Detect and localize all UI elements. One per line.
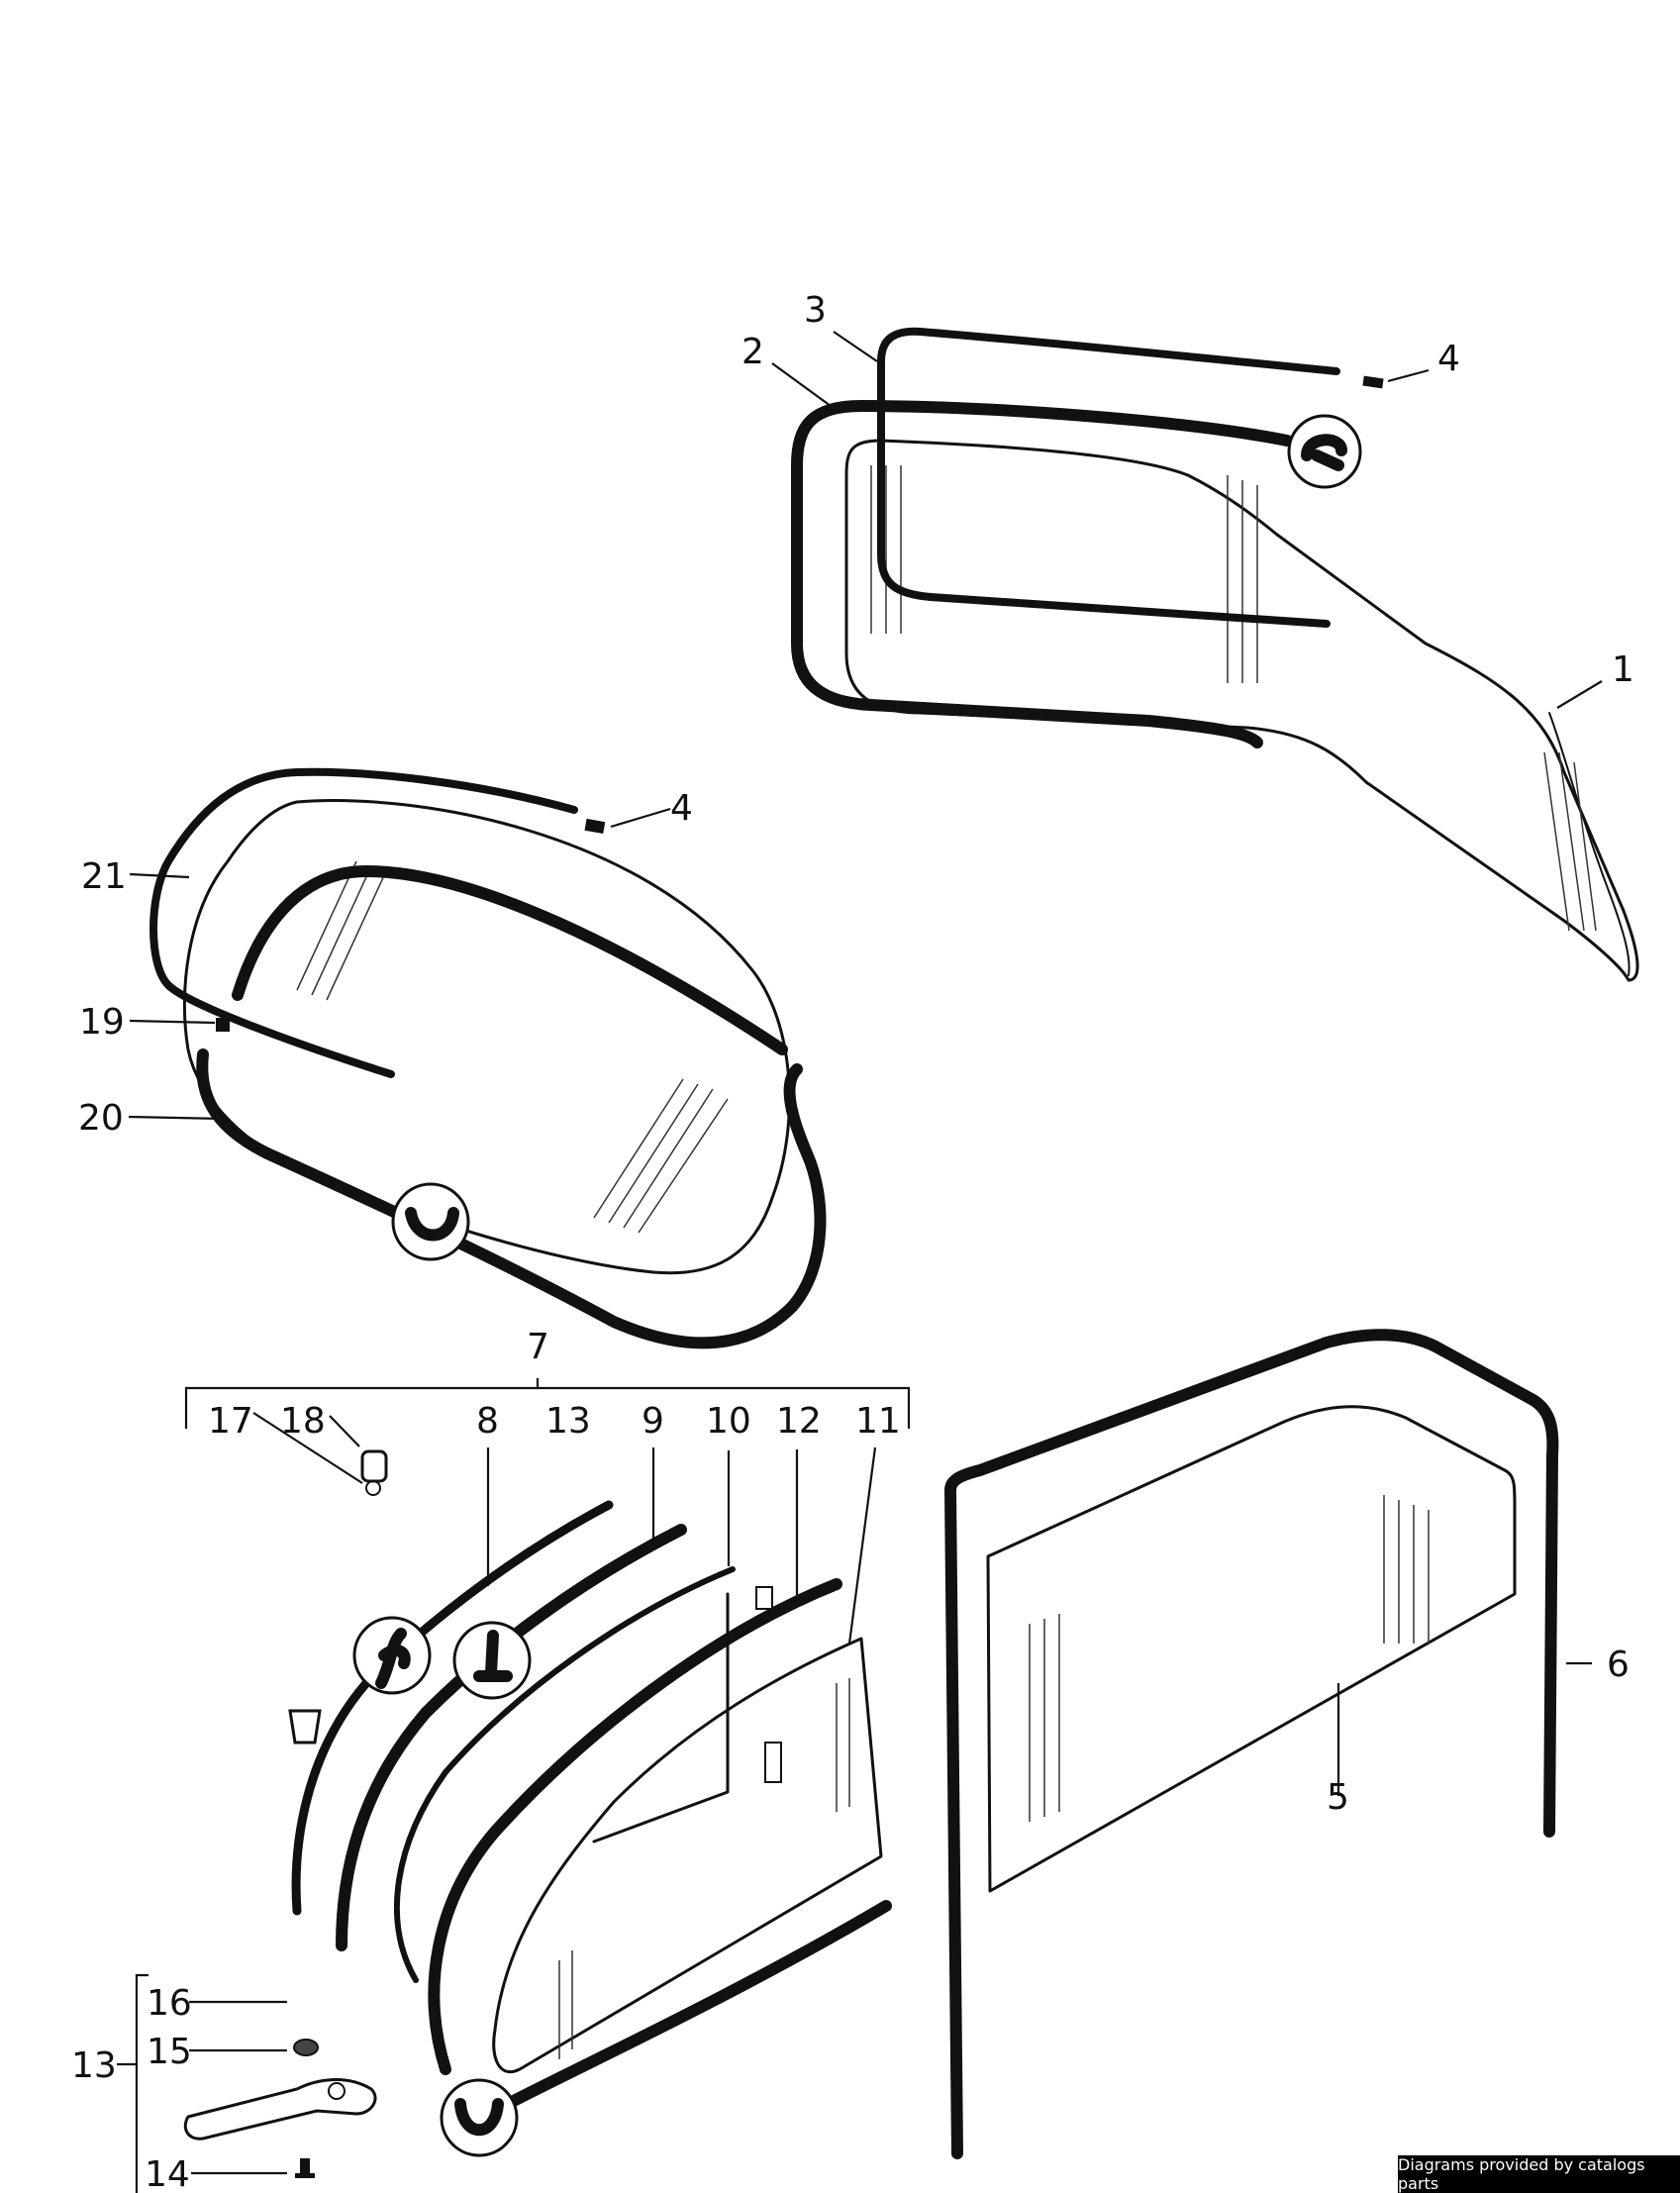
part-2-rear-seal (791, 400, 1293, 748)
callout-20: 20 (78, 1098, 124, 1139)
part-20-windscreen-seal (196, 1048, 827, 1349)
part-10-frame (393, 1566, 736, 1983)
part-15-washer (293, 2039, 319, 2056)
credit-banner: Diagrams provided by catalogs parts (1398, 2155, 1680, 2193)
part-8-trim (291, 1500, 614, 1916)
callout-18: 18 (280, 1401, 326, 1442)
door-window-assembly (135, 1378, 911, 2193)
part-14-screw (295, 2158, 315, 2178)
part-18-grommet (360, 1449, 388, 1483)
callout-2: 2 (741, 332, 764, 372)
windscreen-glass (182, 799, 791, 1275)
hinge-upper (755, 1586, 773, 1610)
callout-16: 16 (147, 1983, 192, 2024)
callout-17: 17 (208, 1401, 253, 1442)
callout-6: 6 (1607, 1645, 1630, 1685)
callout-3: 3 (804, 290, 827, 331)
seal-profile-badge-left (391, 1182, 470, 1261)
part-11-door-glass (492, 1637, 883, 2073)
callout-13-top: 13 (545, 1401, 591, 1442)
callout-5: 5 (1327, 1777, 1349, 1818)
callout-14: 14 (145, 2154, 190, 2193)
seal-profile-badge-bottom (440, 2078, 519, 2157)
callout-numbers: 1 2 3 4 4 5 6 7 8 13 9 10 12 11 17 18 21… (71, 290, 1634, 2193)
part-17-screw (365, 1480, 381, 1496)
rear-window-assembly (791, 327, 1639, 982)
leader-lines (117, 331, 1603, 2175)
bracket-7 (184, 1386, 911, 1429)
callout-21: 21 (81, 856, 127, 897)
part-4-clip-left (584, 818, 606, 835)
part-13-lever (183, 2078, 377, 2141)
seal-profile-badge-top (1287, 414, 1362, 489)
callout-9: 9 (642, 1401, 664, 1442)
part-19-block (216, 1018, 230, 1032)
callout-13-bottom: 13 (71, 2045, 117, 2086)
part-9-seal (336, 1524, 687, 1951)
part-16-cap (288, 1709, 322, 1744)
windscreen-inner-seal (232, 865, 788, 1055)
callout-7: 7 (527, 1327, 549, 1367)
callout-8: 8 (476, 1401, 499, 1442)
door-glass-hatching (558, 1678, 850, 2059)
windscreen-hatching (296, 860, 729, 1234)
part-3-rear-trim (877, 327, 1340, 628)
windscreen-assembly (149, 767, 827, 1349)
callout-4-top: 4 (1437, 339, 1460, 379)
part-4-clip-top (1362, 375, 1384, 389)
callout-4-left: 4 (670, 788, 693, 829)
callout-19: 19 (79, 1002, 125, 1043)
callout-10: 10 (706, 1401, 751, 1442)
hinge-lower (764, 1742, 782, 1783)
callout-1: 1 (1612, 649, 1634, 690)
part-5-hatching (1029, 1495, 1430, 1822)
door-frame-assembly (944, 1329, 1559, 2159)
callout-15: 15 (147, 2032, 192, 2072)
part-5-door-glass (986, 1405, 1517, 1893)
bracket-13 (135, 1973, 148, 2193)
callout-12: 12 (776, 1401, 822, 1442)
callout-11: 11 (855, 1401, 901, 1442)
part-12-channel (428, 1578, 842, 2075)
part-1-hatching (870, 465, 1597, 932)
